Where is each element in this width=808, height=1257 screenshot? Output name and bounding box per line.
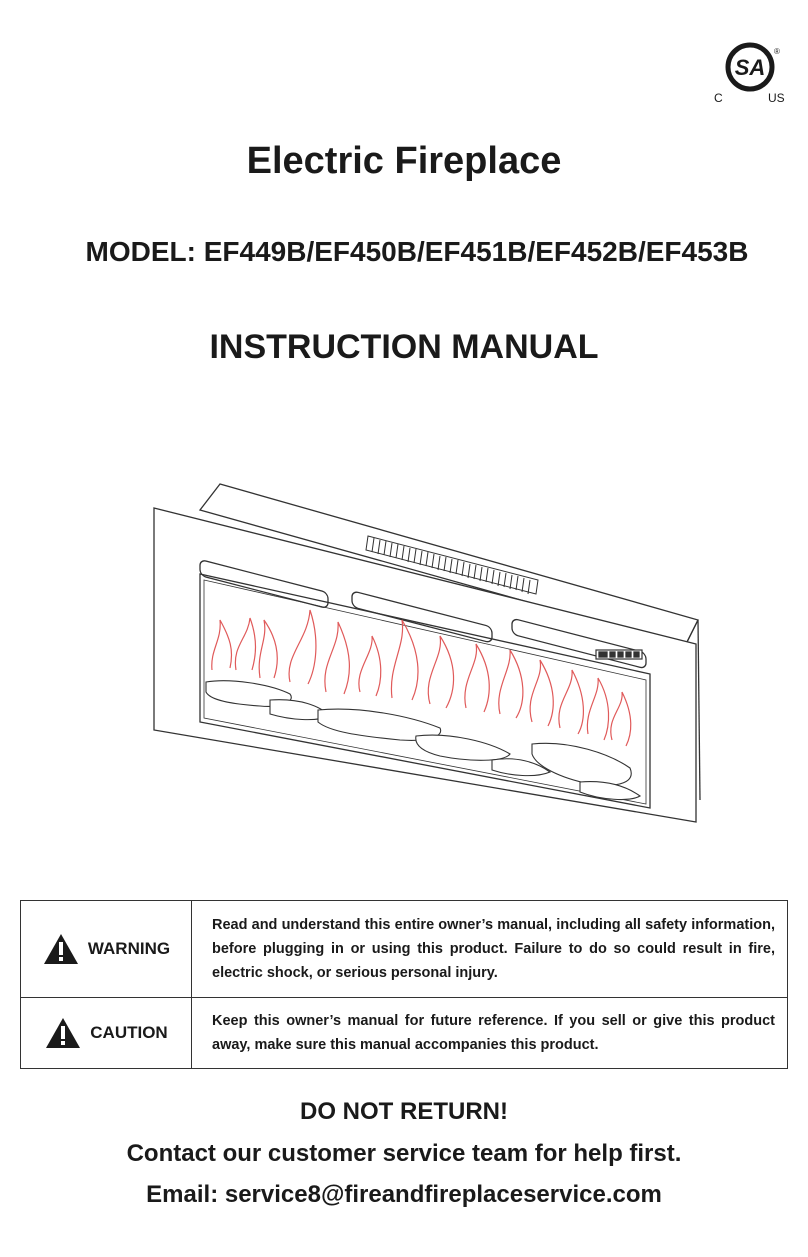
cert-c-label: C: [714, 91, 723, 105]
contact-instruction: Contact our customer service team for he…: [126, 1140, 682, 1167]
csa-logo-text: SA: [735, 55, 766, 80]
model-numbers: MODEL: EF449B/EF450B/EF451B/EF452B/EF453…: [85, 236, 749, 267]
warning-label-cell: WARNING: [20, 900, 192, 998]
registered-mark: ®: [774, 47, 780, 56]
caution-text: Keep this owner’s manual for future refe…: [191, 997, 788, 1069]
warning-text: Read and understand this entire owner’s …: [191, 900, 788, 998]
caution-label: CAUTION: [90, 1023, 168, 1042]
warning-row: WARNING Read and understand this entire …: [20, 900, 788, 998]
csa-certification-logo: SA ® C US: [708, 40, 798, 110]
cert-us-label: US: [768, 91, 785, 105]
caution-row: CAUTION Keep this owner’s manual for fut…: [20, 997, 788, 1069]
page-title: Electric Fireplace: [246, 140, 562, 182]
warning-triangle-icon: [43, 934, 78, 964]
fireplace-illustration: [140, 470, 710, 860]
caution-label-cell: CAUTION: [20, 997, 192, 1069]
warning-label: WARNING: [87, 939, 171, 958]
do-not-return-heading: DO NOT RETURN!: [300, 1098, 508, 1125]
support-email: Email: service8@fireandfireplaceservice.…: [146, 1181, 662, 1208]
caution-triangle-icon: [46, 1018, 81, 1048]
manual-title: INSTRUCTION MANUAL: [209, 328, 599, 366]
safety-notice-table: WARNING Read and understand this entire …: [20, 900, 788, 1069]
